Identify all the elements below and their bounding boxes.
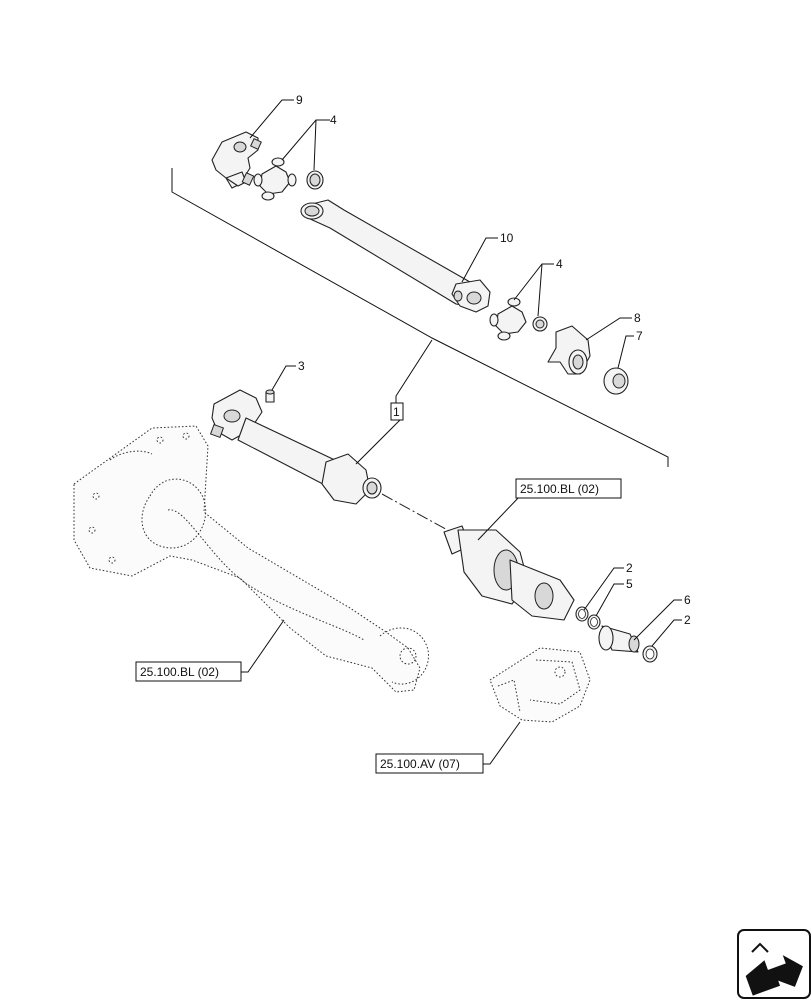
ref-text-left: 25.100.BL (02) <box>140 665 219 679</box>
leader-lines <box>240 99 682 765</box>
callout-3: 3 <box>298 359 305 373</box>
part-8-flange-yoke <box>547 325 591 375</box>
callout-labels: 9 4 10 4 8 7 3 1 2 5 6 2 <box>296 93 691 627</box>
callout-7: 7 <box>636 329 643 343</box>
ref-box-bottom <box>375 753 484 774</box>
output-shaft-gear <box>443 525 575 621</box>
callout-10: 10 <box>500 231 514 245</box>
callout-2-lower: 2 <box>684 613 691 627</box>
callout-2-upper: 2 <box>626 561 633 575</box>
part-6-bushing <box>598 625 640 653</box>
part-2-circlip-b <box>642 645 658 663</box>
part-4-cross-upper <box>253 157 324 201</box>
axle-housing-ghost <box>73 425 429 693</box>
callout-4-upper: 4 <box>330 113 337 127</box>
callout-6: 6 <box>684 593 691 607</box>
part-9-yoke <box>211 131 262 189</box>
page-turn-arrow-icon[interactable] <box>737 929 811 1000</box>
part-10-shaft-tube <box>300 199 491 313</box>
callout-4-lower: 4 <box>556 257 563 271</box>
support-bracket-ghost <box>489 647 591 723</box>
part-5-washer <box>587 614 601 630</box>
part-4-cross-lower <box>489 297 548 341</box>
reference-labels: 25.100.BL (02) 25.100.BL (02) 25.100.AV … <box>135 478 622 774</box>
part-1-driveshaft-assembly <box>209 389 382 505</box>
callout-1: 1 <box>393 405 400 419</box>
ref-box-left <box>135 661 242 682</box>
callout-5: 5 <box>626 577 633 591</box>
part-7-seal <box>603 367 629 395</box>
part-3-fitting <box>265 389 275 403</box>
ref-text-top: 25.100.BL (02) <box>520 482 599 496</box>
part-2-circlip-a <box>575 606 589 622</box>
callout-1-box <box>390 402 404 421</box>
ref-text-bottom: 25.100.AV (07) <box>380 757 460 771</box>
callout-9: 9 <box>296 93 303 107</box>
ref-box-top <box>515 478 622 499</box>
exploded-frame <box>171 168 669 467</box>
callout-8: 8 <box>634 311 641 325</box>
